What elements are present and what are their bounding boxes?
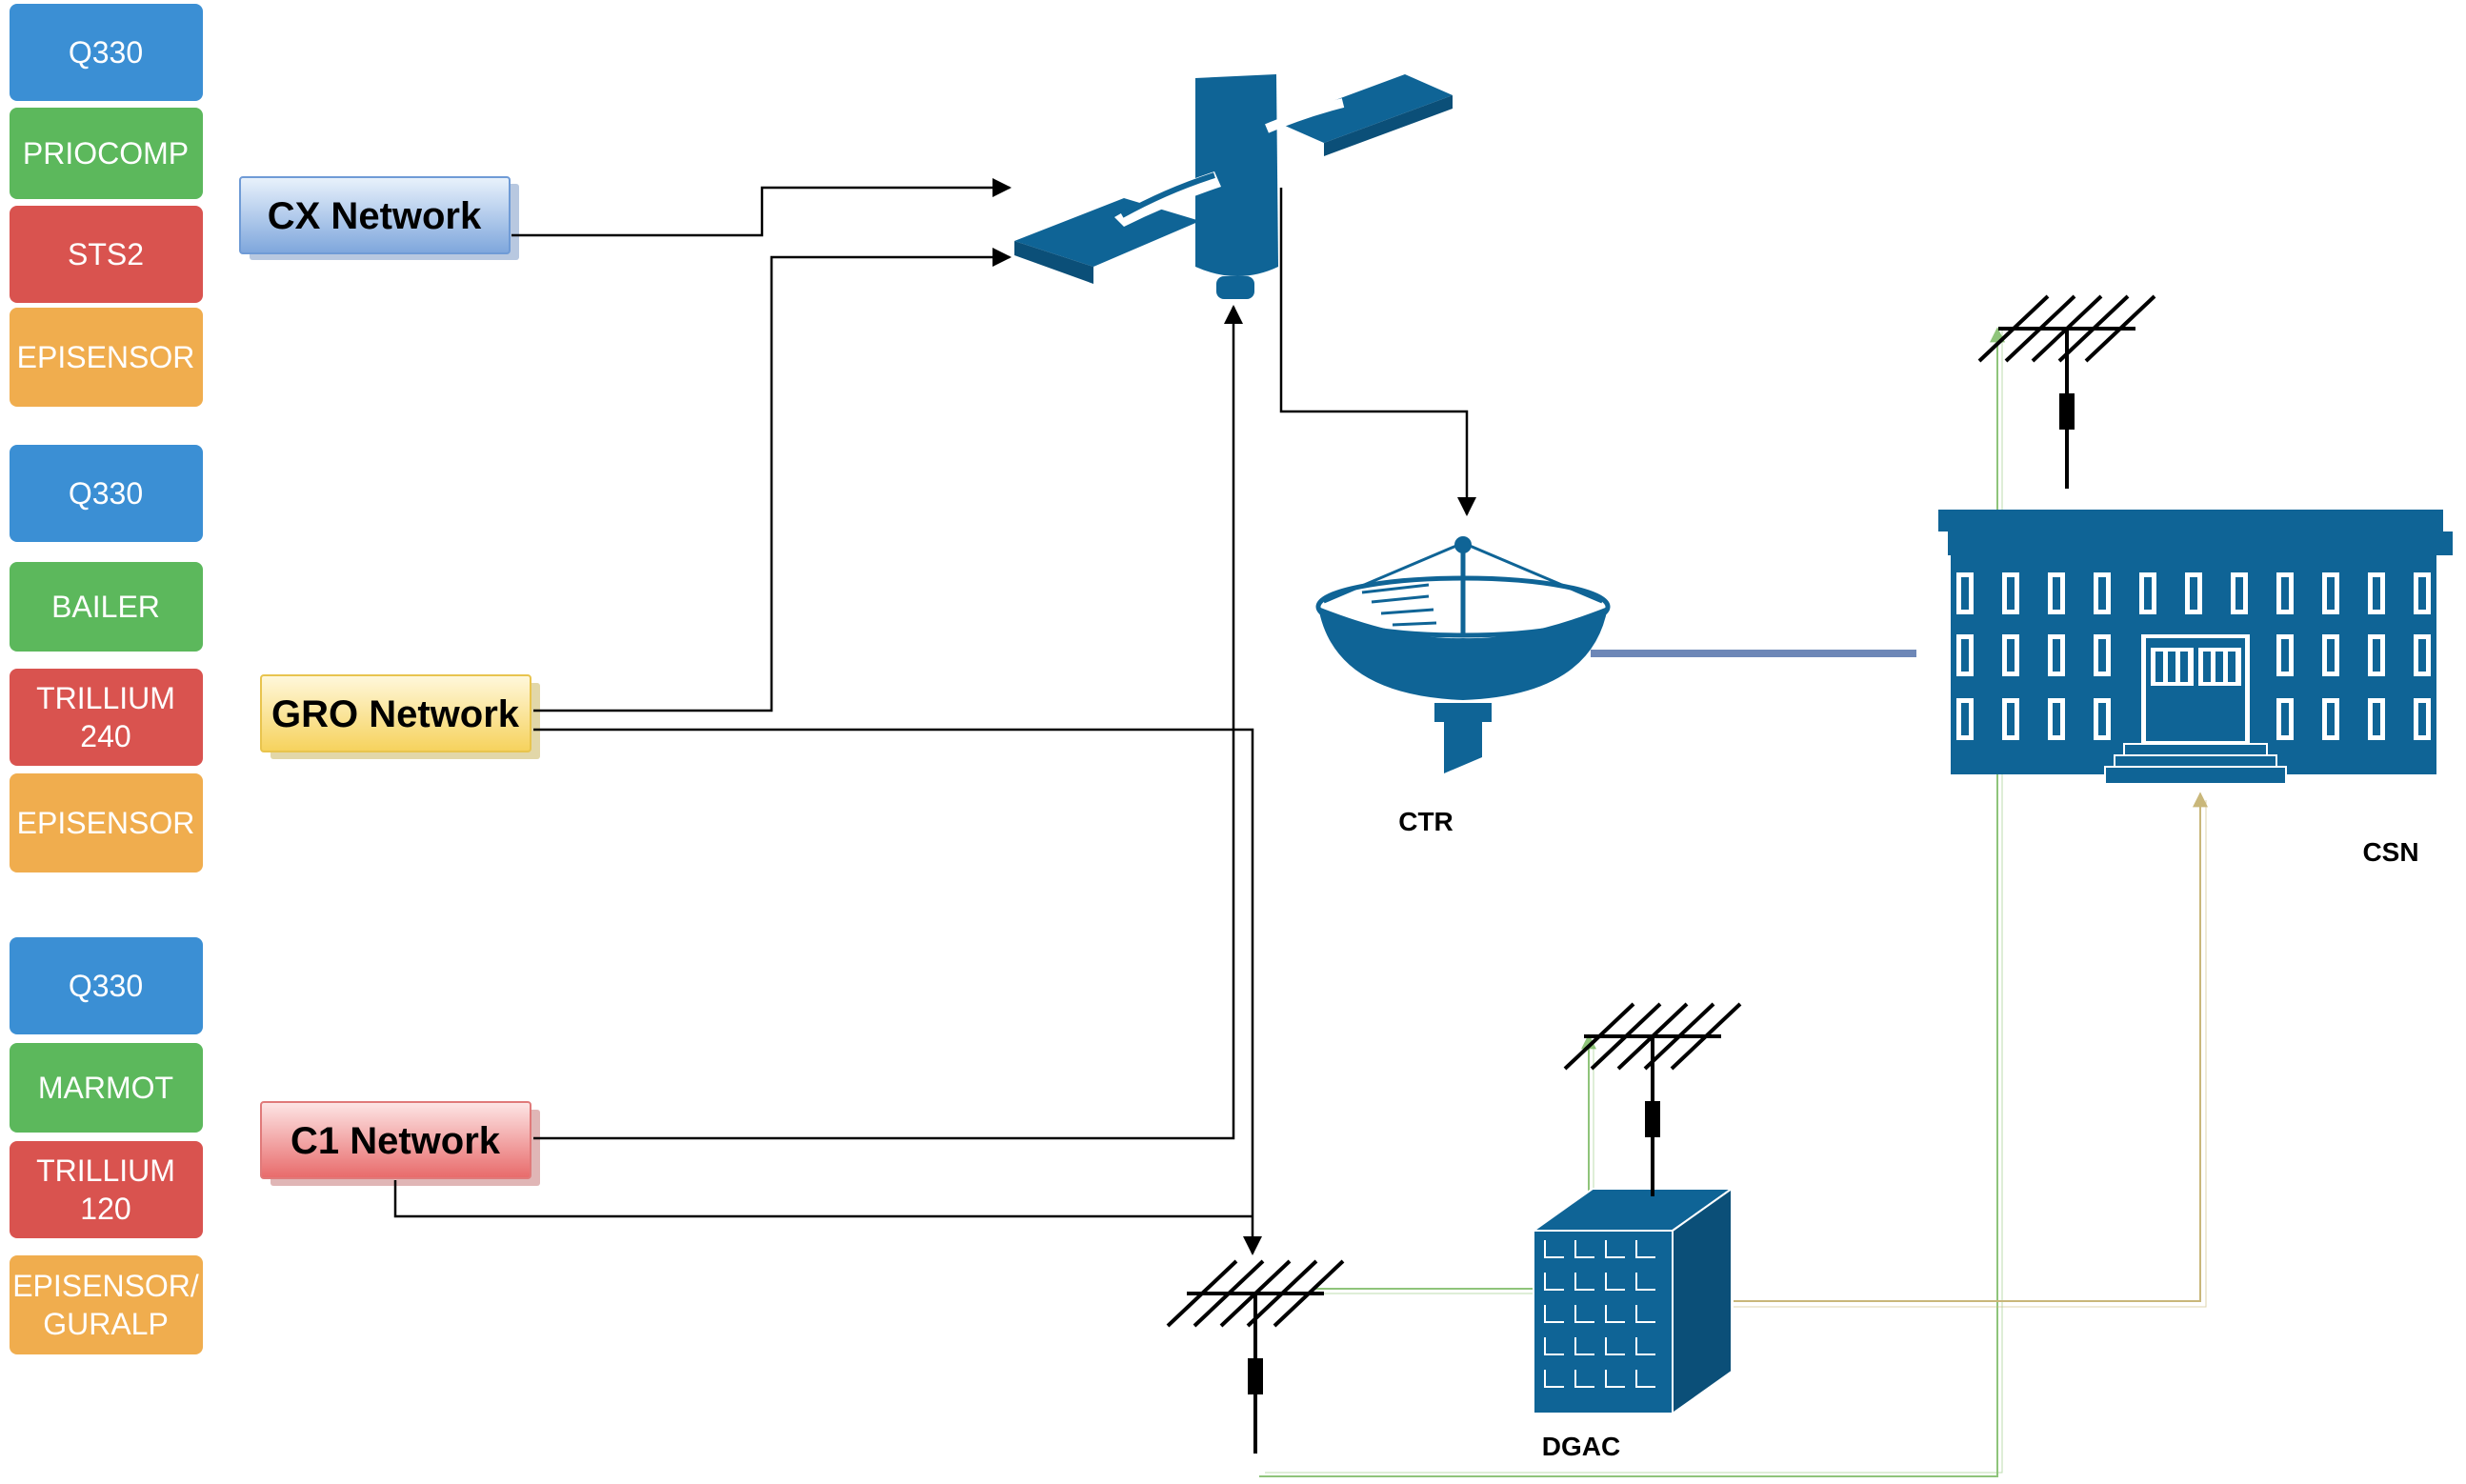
station-box-label: EPISENSOR (17, 340, 195, 374)
station-box-bg (10, 206, 203, 303)
station-box-bg (10, 108, 203, 199)
station-box-label: TRILLIUM (36, 681, 175, 715)
station-box-label: Q330 (69, 476, 143, 511)
station-box-label: STS2 (68, 237, 144, 271)
c1-to-satellite-connector (533, 305, 1243, 1140)
csn-label: CSN (2362, 837, 2418, 867)
gro-network-node[interactable]: GRO Network (260, 674, 540, 759)
gro-to-antenna-connector (533, 728, 1262, 1255)
ctr-label: CTR (1398, 807, 1454, 836)
station-box-label: GURALP (43, 1307, 169, 1341)
antenna-icon (1977, 294, 2156, 489)
station-box-bg (10, 1043, 203, 1133)
station-box-label: 240 (80, 719, 130, 753)
dgac-label: DGAC (1542, 1432, 1620, 1461)
antenna-icon (1166, 1259, 1345, 1454)
station-box-bg (10, 4, 203, 101)
cx-network-node[interactable]: CX Network (239, 176, 519, 260)
satellite-dish-icon (1315, 536, 1611, 773)
station-box-label: EPISENSOR (17, 806, 195, 840)
cx-to-satellite-connector (511, 178, 1012, 237)
satellite-to-ctr-connector (1279, 188, 1476, 516)
station-box: TRILLIUM 240 (10, 669, 203, 766)
station-box-bg (10, 1255, 203, 1354)
dgac-to-csn-link (1734, 792, 2208, 1302)
station-box: STS2 (10, 206, 203, 303)
station-box: EPISENSOR (10, 773, 203, 872)
station-box-label: BAILER (51, 590, 160, 624)
c1-network-label: C1 Network (291, 1120, 501, 1162)
cx-network-label: CX Network (268, 195, 482, 237)
station-box: EPISENSOR/GURALP (10, 1255, 203, 1354)
station-box: MARMOT (10, 1043, 203, 1133)
station-box: Q330 (10, 4, 203, 101)
c1-to-antenna-connector (393, 1180, 1253, 1218)
station-box-label: MARMOT (38, 1071, 173, 1105)
connectors (393, 178, 1476, 1255)
station-box-bg (10, 445, 203, 542)
antennas (1166, 294, 2156, 1454)
office-building-icon (1530, 1187, 1735, 1415)
station-box-label: PRIOCOMP (23, 136, 189, 170)
station-box-bg (10, 669, 203, 766)
station-box: TRILLIUM 120 (10, 1141, 203, 1238)
station-box-label: Q330 (69, 35, 143, 70)
station-box: Q330 (10, 445, 203, 542)
station-box-label: TRILLIUM (36, 1153, 175, 1188)
c1-network-node[interactable]: C1 Network (260, 1101, 540, 1186)
station-box-label: Q330 (69, 969, 143, 1003)
station-box-label: EPISENSOR/ (12, 1269, 199, 1303)
gro-to-satellite-connector (533, 248, 1012, 712)
station-box-bg (10, 308, 203, 407)
station-box: Q330 (10, 937, 203, 1034)
station-box: PRIOCOMP (10, 108, 203, 199)
station-box-bg (10, 937, 203, 1034)
station-box-bg (10, 773, 203, 872)
station-box: EPISENSOR (10, 308, 203, 407)
antenna-icon (1563, 1002, 1742, 1196)
satellite-icon (1014, 74, 1453, 299)
building-icon (1938, 510, 2453, 785)
station-equipment-list: Q330PRIOCOMPSTS2EPISENSORQ330BAILERTRILL… (10, 4, 203, 1354)
station-box-label: 120 (80, 1192, 130, 1226)
station-box-bg (10, 1141, 203, 1238)
station-box: BAILER (10, 562, 203, 652)
station-box-bg (10, 562, 203, 652)
gro-network-label: GRO Network (271, 693, 520, 735)
